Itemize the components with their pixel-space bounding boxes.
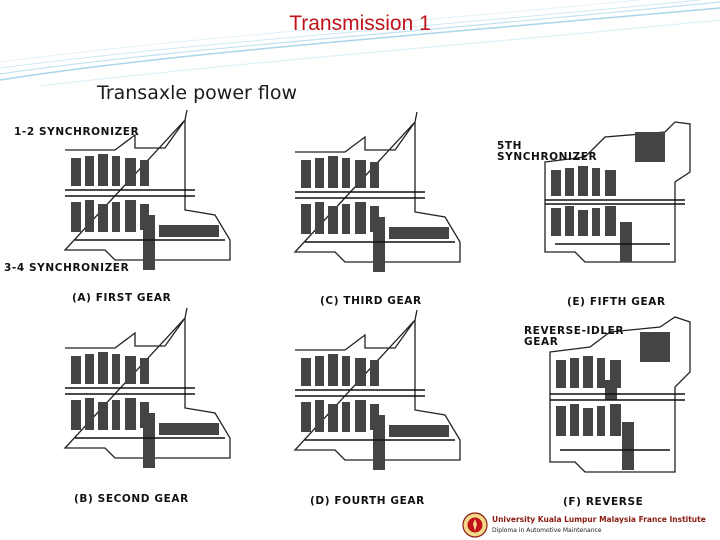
caption-fourth-gear: (D) FOURTH GEAR [310,495,425,507]
diagram-third-gear [285,112,475,292]
label-5th-synchronizer-line2: SYNCHRONIZER [497,151,598,163]
caption-third-gear: (C) THIRD GEAR [320,295,422,307]
label-reverse-idler-gear-line2: GEAR [524,336,559,348]
transaxle-diagram-reverse [549,316,691,473]
diagram-fifth-gear [525,112,715,292]
header-decoration [0,0,720,86]
transaxle-diagram-first [63,110,231,270]
diagram-first-gear [55,110,245,290]
slide-title: Transmission 1 [289,12,431,35]
diagram-reverse [530,312,715,492]
transaxle-diagram-second [63,308,231,468]
university-crest-icon [462,512,488,538]
caption-reverse: (F) REVERSE [563,496,644,508]
label-1-2-synchronizer: 1-2 SYNCHRONIZER [14,126,140,138]
department-name: Diploma in Automotive Maintenance [492,527,602,534]
university-name: University Kuala Lumpur Malaysia France … [492,515,706,524]
transaxle-diagram-third [293,112,461,272]
transaxle-diagram-fourth [293,310,461,470]
caption-second-gear: (B) SECOND GEAR [74,493,189,505]
label-3-4-synchronizer: 3-4 SYNCHRONIZER [4,262,130,274]
label-5th-synchronizer-line1: 5TH [497,140,523,152]
footer: University Kuala Lumpur Malaysia France … [462,510,720,540]
diagram-fourth-gear [285,310,475,490]
diagram-second-gear [55,308,245,488]
transaxle-diagram-fifth [544,121,691,263]
slide-subtitle: Transaxle power flow [97,82,298,104]
label-reverse-idler-gear-line1: REVERSE-IDLER [524,325,625,337]
caption-first-gear: (A) FIRST GEAR [72,292,172,304]
caption-fifth-gear: (E) FIFTH GEAR [567,296,666,308]
